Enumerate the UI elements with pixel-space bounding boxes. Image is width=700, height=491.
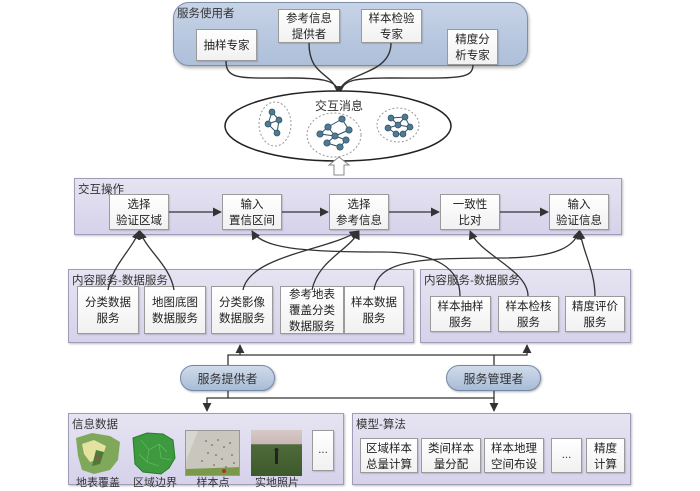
algo-interclass-allocation[interactable]: 类间样本 量分配 (421, 438, 481, 473)
service-classification-data[interactable]: 分类数据 服务 (77, 286, 139, 334)
role-sample-inspection-expert[interactable]: 样本检验 专家 (361, 9, 422, 43)
service-classified-imagery[interactable]: 分类影像 数据服务 (211, 286, 273, 334)
interaction-operations-title: 交互操作 (78, 182, 124, 196)
role-reference-provider[interactable]: 参考信息 提供者 (278, 9, 340, 43)
network-cluster-medium-icon (376, 107, 420, 143)
sample-points-map-icon (185, 430, 240, 476)
label-land-cover: 地表覆盖 (76, 476, 120, 489)
service-sample-verification[interactable]: 样本检核 服务 (498, 296, 559, 332)
role-sampling-expert[interactable]: 抽样专家 (196, 29, 257, 61)
label-sample-points: 样本点 (196, 476, 230, 489)
service-manager-actor[interactable]: 服务管理者 (446, 365, 541, 391)
role-accuracy-analysis-expert[interactable]: 精度分 析专家 (447, 29, 498, 65)
step-select-validation-region[interactable]: 选择 验证区域 (109, 194, 169, 230)
service-reference-landcover[interactable]: 参考地表 覆盖分类 数据服务 (280, 286, 344, 334)
hollow-up-arrow-icon (327, 156, 351, 176)
information-data-title: 信息数据 (72, 417, 118, 431)
model-algorithms-title: 模型-算法 (356, 417, 406, 431)
service-sample-sampling[interactable]: 样本抽样 服务 (430, 296, 491, 332)
algo-spatial-layout[interactable]: 样本地理 空间布设 (484, 438, 544, 473)
region-boundary-map-icon (129, 430, 177, 476)
algo-region-sample-total[interactable]: 区域样本 总量计算 (360, 438, 418, 473)
label-region-boundary: 区域边界 (133, 476, 177, 489)
step-consistency-comparison[interactable]: 一致性 比对 (440, 194, 500, 230)
step-input-validation-info[interactable]: 输入 验证信息 (549, 194, 609, 230)
algo-accuracy-calculation[interactable]: 精度 计算 (586, 438, 625, 473)
service-users-title: 服务使用者 (177, 6, 235, 20)
network-cluster-small-icon (258, 101, 292, 147)
step-input-confidence-interval[interactable]: 输入 置信区间 (222, 194, 282, 230)
step-select-reference-info[interactable]: 选择 参考信息 (329, 194, 389, 230)
service-provider-actor[interactable]: 服务提供者 (180, 365, 275, 391)
network-cluster-large-icon (306, 112, 362, 158)
algo-more[interactable]: ... (551, 438, 582, 473)
content-services-right-title: 内容服务-数据服务 (424, 273, 520, 287)
more-data-button[interactable]: ... (312, 430, 334, 471)
service-basemap-data[interactable]: 地图底图 数据服务 (144, 286, 206, 334)
service-sample-data[interactable]: 样本数据 服务 (344, 286, 404, 334)
role-to-message-lines (225, 42, 474, 96)
land-cover-map-icon (72, 430, 124, 476)
label-field-photo: 实地照片 (255, 476, 299, 489)
service-accuracy-evaluation[interactable]: 精度评价 服务 (565, 296, 625, 332)
interaction-messages-title: 交互消息 (315, 99, 364, 113)
field-photo-icon (251, 430, 302, 476)
